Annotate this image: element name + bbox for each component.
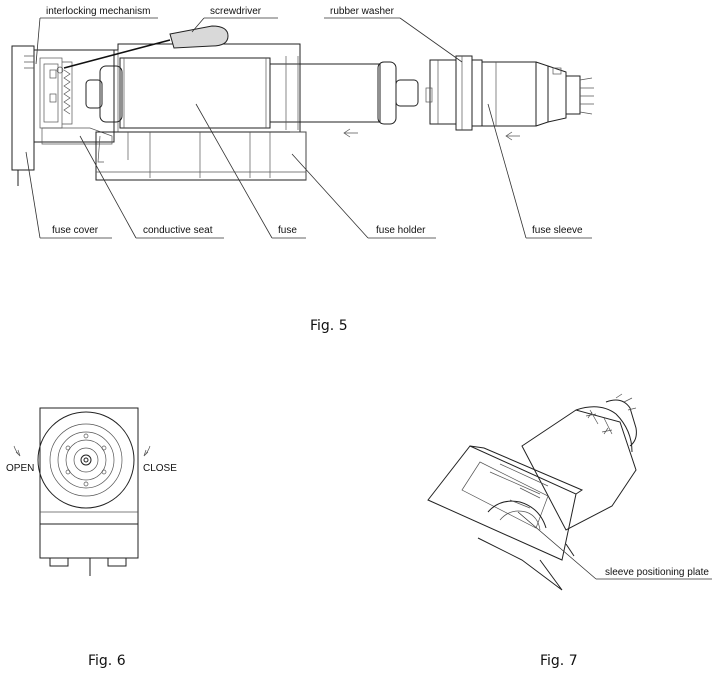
label-interlocking-mechanism: interlocking mechanism <box>46 6 151 17</box>
fuse-holder-base <box>95 131 307 181</box>
front-panel <box>39 407 139 525</box>
label-close: CLOSE <box>143 463 177 474</box>
screwdriver-shaft <box>63 39 171 69</box>
fig5-caption: Fig. 5 <box>310 318 348 334</box>
insert-arrow-1 <box>343 128 358 138</box>
label-screwdriver: screwdriver <box>210 6 262 17</box>
fuse-holder-top <box>34 43 301 133</box>
rubber-washer-ring <box>455 55 473 131</box>
close-arrow-icon <box>143 445 151 457</box>
label-fuse-cover: fuse cover <box>52 225 99 236</box>
fuse-end-cap <box>377 61 397 125</box>
label-fuse-sleeve: fuse sleeve <box>532 225 583 236</box>
sleeve-cylinder <box>521 409 637 531</box>
fuse-body <box>119 57 271 129</box>
label-fuse: fuse <box>278 225 297 236</box>
open-arrow-icon <box>13 445 21 457</box>
fig5-fuse-sleeve <box>425 55 594 141</box>
fig6-caption: Fig. 6 <box>88 653 126 669</box>
label-sleeve-positioning-plate: sleeve positioning plate <box>605 567 709 578</box>
fig7-drawing: sleeve positioning plate Fig. 7 <box>427 393 712 669</box>
label-open: OPEN <box>6 463 34 474</box>
sleeve-positioning-plate-shape <box>487 500 547 529</box>
fig7-caption: Fig. 7 <box>540 653 578 669</box>
label-rubber-washer: rubber washer <box>330 6 395 17</box>
fig6-drawing: OPEN CLOSE Fig. 6 <box>6 407 177 669</box>
insert-arrow-2 <box>505 131 520 141</box>
fig5-annotations: interlocking mechanism screwdriver rubbe… <box>25 6 592 334</box>
rotary-knob-outer <box>37 411 135 509</box>
fuse-cover-outline <box>11 45 35 171</box>
label-conductive-seat: conductive seat <box>143 225 213 236</box>
fig5-drawing <box>11 25 419 186</box>
conductive-seat-shape <box>41 127 113 145</box>
label-fuse-holder: fuse holder <box>376 225 426 236</box>
screwdriver-handle <box>169 25 229 49</box>
